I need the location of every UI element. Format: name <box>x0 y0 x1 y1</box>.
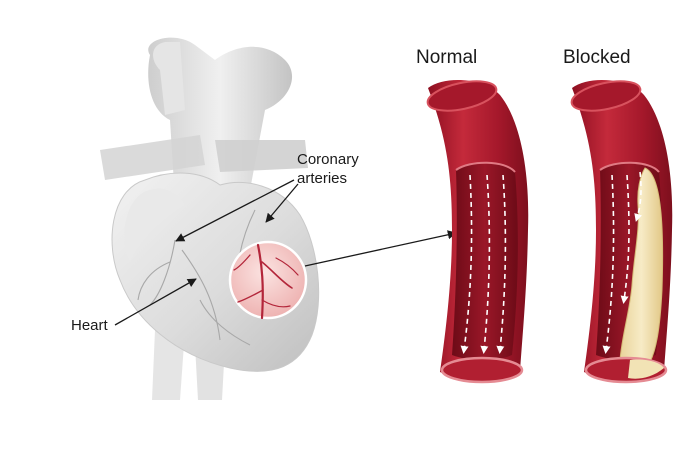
blocked-artery-flow-arrows <box>602 171 642 354</box>
atrium <box>124 188 185 262</box>
heart-illustration <box>100 37 320 400</box>
upper-vessel <box>153 42 185 115</box>
side-vessel <box>215 140 308 172</box>
pulmonary-vessel <box>100 135 205 180</box>
normal-artery-bottom-opening <box>440 356 524 384</box>
normal-artery-cut-lumen <box>452 162 518 361</box>
zoom-circle <box>228 240 308 320</box>
blocked-artery-bottom-plaque <box>628 359 664 379</box>
coronary-arteries-label-line1: Coronary <box>297 151 359 168</box>
blocked-artery-top-opening <box>570 80 642 112</box>
pointer-coronary-right <box>265 183 299 223</box>
pointer-coronary-left <box>175 179 295 242</box>
blocked-label: Blocked <box>563 47 631 68</box>
pointer-to-normal-artery <box>304 230 457 267</box>
normal-artery-flow-arrows <box>460 174 507 354</box>
coronary-arteries-label: Coronary arteries <box>297 150 359 188</box>
normal-artery-illustration <box>426 79 529 384</box>
blood-flow-arrow-icon <box>496 174 507 354</box>
pointer-heart <box>114 278 197 326</box>
blood-flow-arrow-icon <box>460 174 473 354</box>
blocked-artery-inner-rim <box>599 161 660 173</box>
descending-vessel <box>152 330 185 400</box>
blood-flow-arrow-icon <box>634 171 642 222</box>
normal-artery-top-opening <box>426 80 498 112</box>
callout-pointers <box>114 179 457 326</box>
coronary-arteries-label-line2: arteries <box>297 170 348 187</box>
blocked-artery-illustration <box>570 79 673 384</box>
heart-label: Heart <box>71 317 108 334</box>
blood-flow-arrow-icon <box>480 174 491 354</box>
normal-label: Normal <box>416 47 478 68</box>
blood-flow-arrow-icon <box>620 174 630 304</box>
normal-artery-inner-rim <box>455 161 516 173</box>
blood-flow-arrow-icon <box>602 174 615 354</box>
